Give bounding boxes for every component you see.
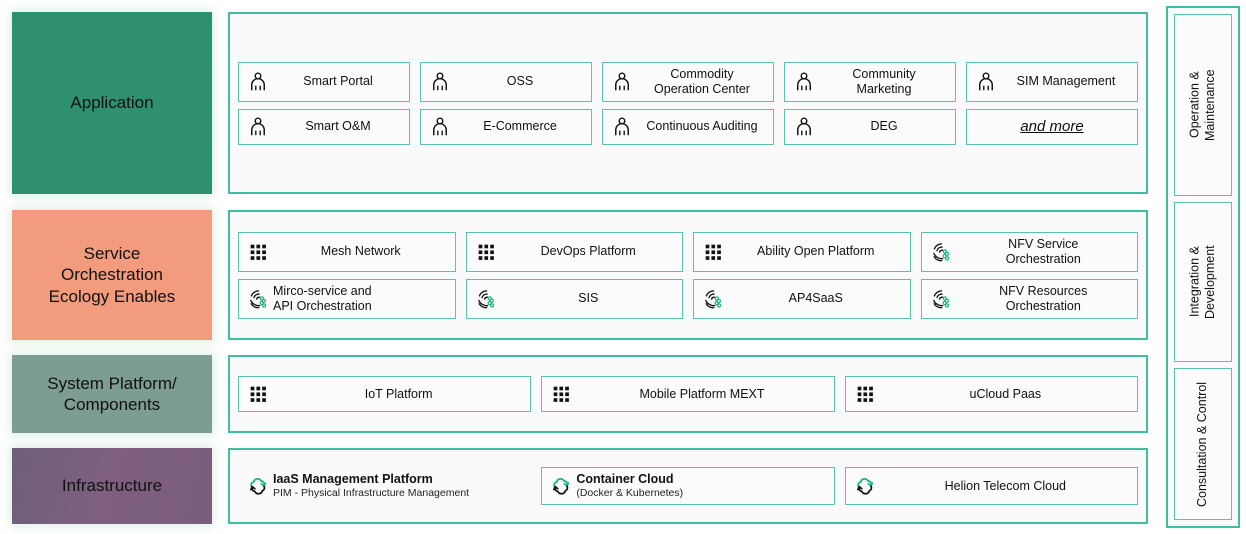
layer-item-subtitle: PIM - Physical Infrastructure Management (273, 487, 470, 500)
layer-item-label: Continuous Auditing (646, 119, 758, 133)
layer-item-card[interactable]: Smart O&M (238, 108, 410, 145)
layer-item-label: Smart O&M (305, 119, 371, 133)
layer-row-system-platform: System Platform/ Components IoT Platform… (0, 355, 1160, 433)
grid-icon (700, 239, 726, 265)
layer-item-label: E-Commerce (483, 119, 557, 133)
layer-item-card[interactable]: IoT Platform (238, 376, 532, 412)
orchestration-icon (473, 286, 499, 312)
layer-item-card[interactable]: uCloud Paas (844, 376, 1138, 412)
layer-item-card[interactable]: E-Commerce (420, 108, 592, 145)
layer-item-label: Smart Portal (303, 74, 373, 88)
orchestration-icon (700, 286, 726, 312)
person-icon (245, 69, 271, 95)
layer-item-card[interactable]: Helion Telecom Cloud (844, 467, 1138, 505)
grid-icon (245, 381, 271, 407)
layer-item-card[interactable]: Smart Portal (238, 61, 410, 102)
orchestration-icon (245, 286, 271, 312)
layer-item-subtitle: (Docker & Kubernetes) (576, 487, 684, 500)
layer-item-row: Mesh Network DevOps Platform Ability Open … (238, 231, 1138, 272)
layer-item-row: Mirco-service and API Orchestration SIS AP… (238, 278, 1138, 319)
layer-item-row: IoT Platform Mobile Platform MEXT uCloud P… (238, 376, 1138, 412)
layer-item-label: DevOps Platform (540, 244, 636, 258)
person-icon (791, 114, 817, 140)
layer-item-row: Smart Portal OSS Commodity Operation Cente… (238, 61, 1138, 102)
layer-item-label: NFV Service Orchestration (1005, 236, 1081, 266)
layer-item-row: Smart O&M E-Commerce Continuous Auditing DE… (238, 108, 1138, 145)
layer-item-label: and more (1020, 117, 1084, 135)
layer-label-infrastructure: Infrastructure (12, 448, 212, 524)
layer-item-label: OSS (506, 74, 534, 88)
side-panel-item[interactable]: Consultation & Control (1174, 368, 1232, 520)
grid-icon (473, 239, 499, 265)
person-icon (427, 69, 453, 95)
orchestration-icon (928, 239, 954, 265)
layer-item-card[interactable]: Commodity Operation Center (602, 61, 774, 102)
layer-item-card[interactable]: DEG (784, 108, 956, 145)
layer-item-label: Mobile Platform MEXT (639, 386, 765, 401)
side-panel-item[interactable]: Operation & Maintenance (1174, 14, 1232, 196)
layer-item-label: Mesh Network (320, 244, 401, 258)
layer-item-card[interactable]: Ability Open Platform (693, 231, 911, 272)
layer-item-label: uCloud Paas (969, 386, 1042, 401)
grid-icon (852, 381, 878, 407)
person-icon (609, 69, 635, 95)
layer-item-card[interactable]: NFV Resources Orchestration (920, 278, 1138, 319)
person-icon (791, 69, 817, 95)
layer-item-label: Mirco-service and API Orchestration (273, 283, 372, 313)
layer-item-card[interactable]: Mobile Platform MEXT (541, 376, 835, 412)
layer-item-card[interactable]: OSS (420, 61, 592, 102)
person-icon (973, 69, 999, 95)
layer-item-label: Container Cloud(Docker & Kubernetes) (576, 472, 827, 500)
layer-item-card[interactable]: SIM Management (966, 61, 1138, 102)
layer-item-label: Ability Open Platform (757, 244, 875, 258)
layer-content-system-platform: IoT Platform Mobile Platform MEXT uCloud P… (228, 355, 1148, 433)
layer-item-card[interactable]: NFV Service Orchestration (920, 231, 1138, 272)
layer-label-system-platform: System Platform/ Components (12, 355, 212, 433)
cloud-icon (245, 473, 271, 499)
layer-item-card[interactable]: Continuous Auditing (602, 108, 774, 145)
layer-item-card[interactable]: DevOps Platform (465, 231, 683, 272)
layer-label-application: Application (12, 12, 212, 194)
layer-item-card[interactable]: SIS (465, 278, 683, 319)
layer-stack: Application Smart Portal OSS Commodity Ope… (0, 12, 1160, 524)
layer-item-label: Commodity Operation Center (654, 66, 750, 96)
layer-item-card[interactable]: Mesh Network (238, 231, 456, 272)
person-icon (427, 114, 453, 140)
orchestration-icon (928, 286, 954, 312)
layer-item-label: NFV Resources Orchestration (999, 283, 1088, 313)
layer-item-label: SIM Management (1016, 74, 1116, 88)
layer-item-label: Helion Telecom Cloud (944, 478, 1066, 493)
cloud-icon (852, 473, 878, 499)
layer-row-application: Application Smart Portal OSS Commodity Ope… (0, 12, 1160, 194)
layer-item-label: SIS (578, 291, 599, 305)
layer-item-card[interactable]: AP4SaaS (693, 278, 911, 319)
layer-item-card[interactable]: Container Cloud(Docker & Kubernetes) (541, 467, 835, 505)
layer-item-card[interactable]: Community Marketing (784, 61, 956, 102)
layer-label-orchestration: Service Orchestration Ecology Enables (12, 210, 212, 340)
grid-icon (548, 381, 574, 407)
layer-item-label: IoT Platform (364, 386, 433, 401)
layer-item-card[interactable]: and more (966, 108, 1138, 145)
layer-content-application: Smart Portal OSS Commodity Operation Cente… (228, 12, 1148, 194)
layer-content-orchestration: Mesh Network DevOps Platform Ability Open … (228, 210, 1148, 340)
grid-icon (245, 239, 271, 265)
side-panel-item[interactable]: Integration & Development (1174, 202, 1232, 362)
person-icon (245, 114, 271, 140)
layer-item-title: Container Cloud (576, 472, 674, 487)
layer-item-label: Community Marketing (852, 66, 916, 96)
layer-item-title: IaaS Management Platform (273, 472, 433, 487)
layer-row-orchestration: Service Orchestration Ecology Enables Me… (0, 210, 1160, 340)
person-icon (609, 114, 635, 140)
layer-item-label: DEG (870, 119, 898, 133)
layer-item-card[interactable]: Mirco-service and API Orchestration (238, 278, 456, 319)
layer-item-label: AP4SaaS (788, 291, 843, 305)
cloud-icon (548, 473, 574, 499)
